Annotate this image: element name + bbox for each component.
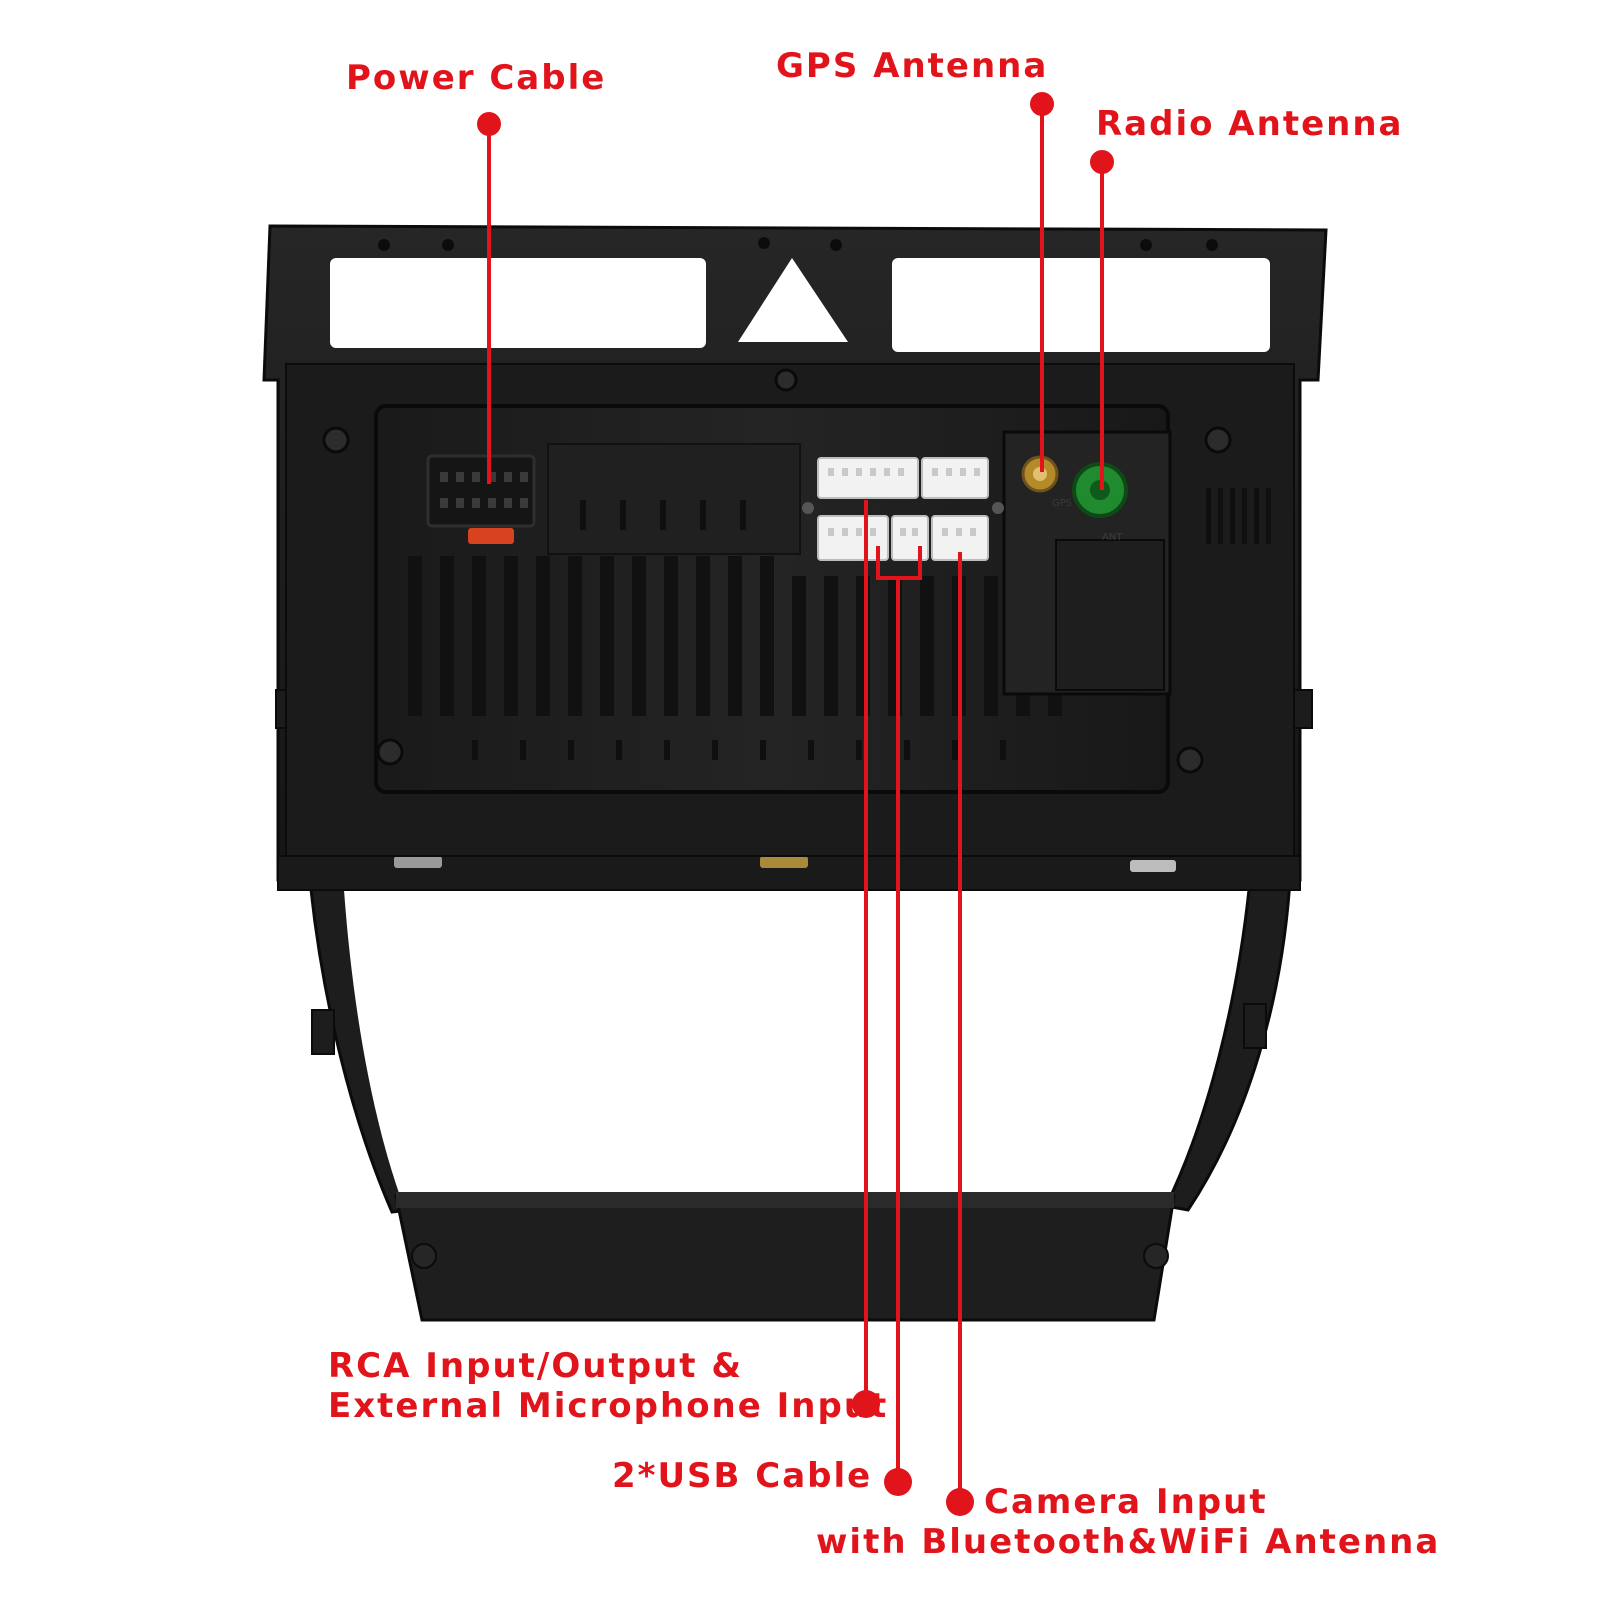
radio-port-mark: ANT [1102,532,1123,543]
frame-cutout-triangle [738,258,848,342]
usb-dot [884,1468,912,1496]
callout-dots [477,92,1114,1516]
frame-holes [378,237,1218,251]
fuse [468,528,514,544]
callout-lines [487,104,1104,1502]
usb-leader [876,546,922,1480]
gps-port-mark: GPS [1052,498,1072,509]
frame-cutout-left [330,258,706,348]
frame-cutout-right [892,258,1270,352]
power-cable-label: Power Cable [346,58,607,98]
head-unit-housing [285,363,1295,857]
side-grille [1206,488,1271,544]
rca-label-line2: External Microphone Input [328,1386,889,1426]
rca-dot [852,1390,880,1418]
white-connectors [802,457,1004,561]
camera-input-label-1: Camera Input [984,1482,1268,1522]
heatsink-fins [408,556,1062,716]
usb-cable-label: 2*USB Cable [612,1456,873,1496]
gps-antenna-dot [1030,92,1054,116]
rca-label-line1: RCA Input/Output & [328,1346,743,1386]
radio-antenna-label: Radio Antenna [1096,104,1404,144]
camera-dot [946,1488,974,1516]
power-connector [426,454,536,544]
power-cable-dot [477,112,501,136]
rca-label: RCA Input/Output & External Microphone I… [328,1346,888,1426]
vent-slots [472,500,1006,760]
camera-input-label-2: with Bluetooth&WiFi Antenna [816,1522,1441,1562]
gps-antenna-label: GPS Antenna [776,46,1049,86]
radio-antenna-dot [1090,150,1114,174]
